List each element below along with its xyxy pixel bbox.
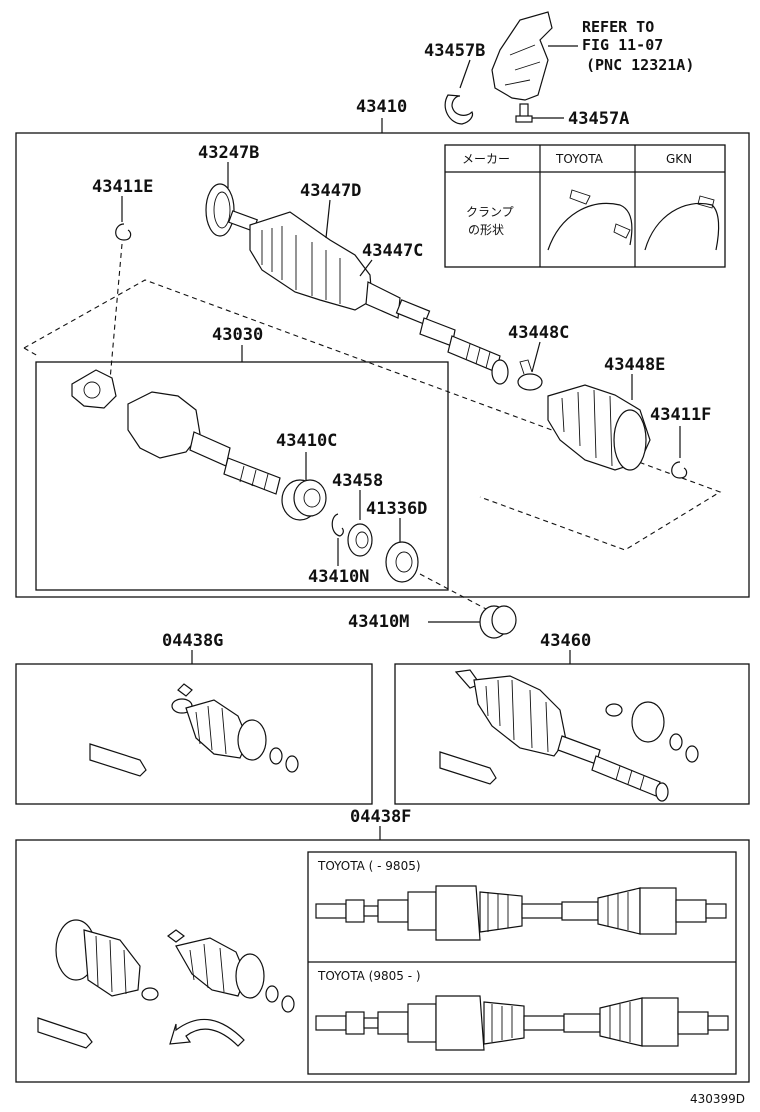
label-04438F: 04438F	[350, 807, 411, 827]
label-43411E: 43411E	[92, 177, 153, 197]
label-43247B: 43247B	[198, 143, 259, 163]
shaft-assembly-upper	[227, 210, 509, 385]
bearing-41336D	[385, 541, 419, 583]
variant-2-label: TOYOTA (9805 - )	[317, 969, 421, 983]
label-43411F: 43411F	[650, 405, 711, 425]
refer-line2: FIG 11-07	[582, 36, 663, 54]
boot-kit-04438G	[89, 683, 299, 777]
label-43447D: 43447D	[300, 181, 361, 201]
clamp-43448C	[517, 359, 543, 391]
label-43458: 43458	[332, 471, 383, 491]
label-43448C: 43448C	[508, 323, 569, 343]
label-41336D: 41336D	[366, 499, 427, 519]
tripod-joint	[71, 369, 117, 409]
main-assembly-frame	[15, 132, 750, 598]
variant-1-shaft	[315, 885, 727, 941]
table-header-maker: メーカー	[462, 152, 510, 166]
refer-line3: (PNC 12321A)	[586, 56, 694, 74]
washer-43458	[347, 523, 373, 557]
label-43460: 43460	[540, 631, 591, 651]
ring-43247B	[205, 183, 235, 237]
boot-kit-frame-04438F	[15, 839, 750, 1083]
boot-43448E	[547, 384, 651, 471]
figure-id: 430399D	[690, 1092, 745, 1106]
label-43410: 43410	[356, 97, 407, 117]
table-header-gkn: GKN	[666, 152, 692, 166]
clamp-table: メーカー TOYOTA GKN クランプ の形状	[444, 144, 726, 268]
refer-line1: REFER TO	[582, 18, 654, 36]
shaft-kit-frame-43460	[394, 663, 750, 805]
shaft-kit-43460	[439, 669, 699, 802]
snap-ring-43411E	[115, 223, 132, 241]
outer-housing	[127, 391, 281, 495]
label-43447C: 43447C	[362, 241, 423, 261]
label-43457A: 43457A	[568, 109, 629, 129]
dashed-explode-frame	[23, 279, 722, 551]
label-43410N: 43410N	[308, 567, 369, 587]
label-43030: 43030	[212, 325, 263, 345]
table-row-label-1: クランプ	[466, 205, 514, 219]
bearing-43410C	[281, 479, 327, 521]
label-04438G: 04438G	[162, 631, 223, 651]
boot-kit-04438F	[37, 919, 295, 1049]
label-43410C: 43410C	[276, 431, 337, 451]
clip-part	[444, 94, 474, 125]
label-43457B: 43457B	[424, 41, 485, 61]
variant-2-shaft	[315, 995, 729, 1051]
variant-panel	[307, 851, 737, 1075]
sub-assembly-frame-43030	[35, 361, 449, 591]
table-row-label-2: の形状	[468, 223, 504, 237]
snap-ring-43410N	[331, 513, 344, 537]
boot-kit-frame-04438G	[15, 663, 373, 805]
variant-1-label: TOYOTA ( - 9805)	[317, 859, 421, 873]
snap-ring-43411F	[671, 461, 688, 479]
bracket-part	[491, 11, 553, 101]
bearing-43410M	[479, 605, 517, 639]
table-header-toyota: TOYOTA	[555, 152, 604, 166]
bolt-part	[515, 103, 533, 123]
label-43448E: 43448E	[604, 355, 665, 375]
label-43410M: 43410M	[348, 612, 409, 632]
